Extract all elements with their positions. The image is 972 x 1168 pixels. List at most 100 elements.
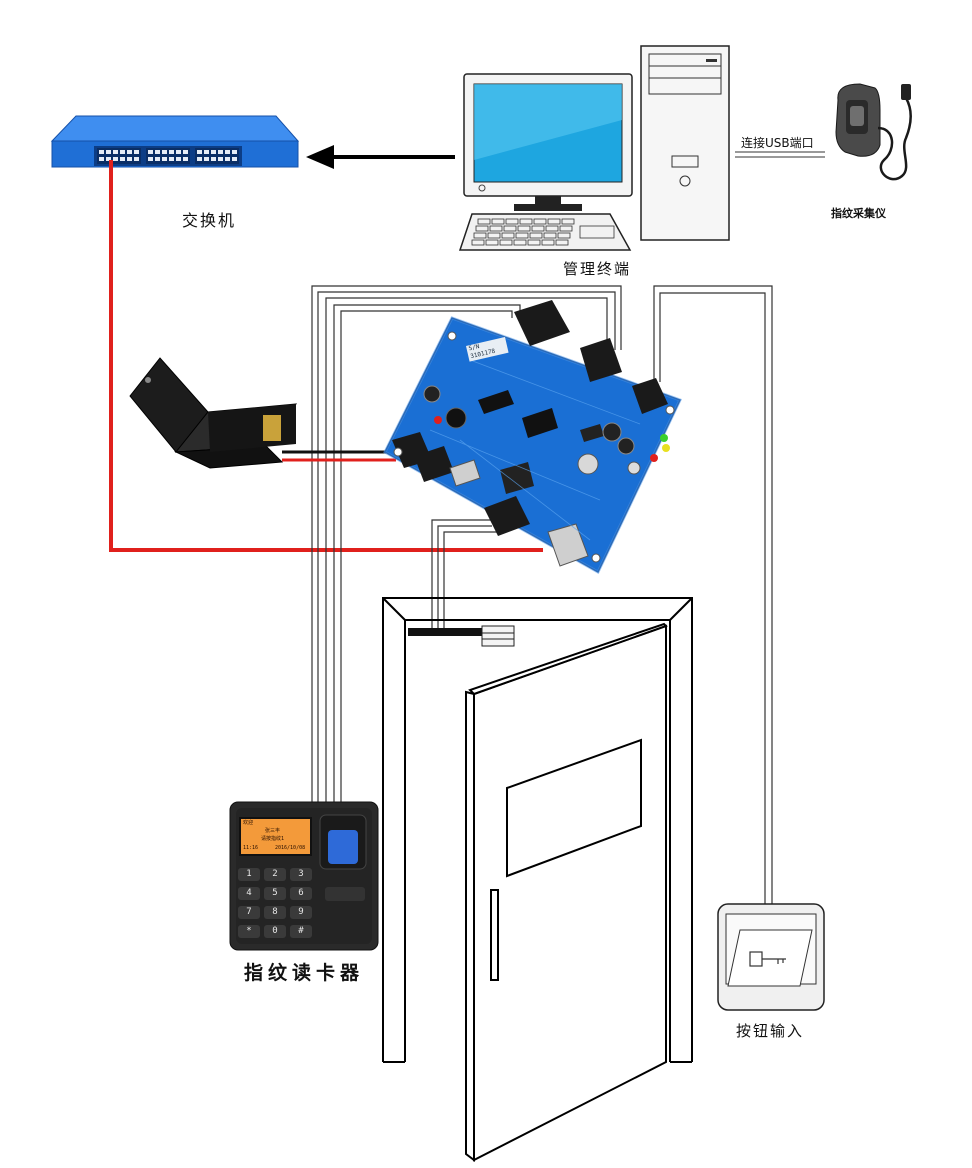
keyboard-key <box>529 232 543 239</box>
switch-port <box>134 150 139 154</box>
keyboard-key <box>531 225 545 232</box>
lcd-prompt: 请按指纹1 <box>261 836 285 842</box>
keypad-key: 2 <box>264 868 286 881</box>
switch-port <box>218 150 223 154</box>
keyboard-numpad <box>579 225 615 239</box>
keyboard-key <box>475 225 489 232</box>
management-terminal <box>458 45 825 251</box>
switch-port <box>197 150 202 154</box>
lcd-date: 2016/10/08 <box>275 845 306 851</box>
switch-port <box>99 150 104 154</box>
terminal-label: 管理终端 <box>563 260 632 278</box>
door-frame <box>382 597 693 1063</box>
switch-port <box>120 150 125 154</box>
key-icon <box>749 951 786 967</box>
keyboard-key <box>547 218 561 225</box>
network-cable <box>109 160 543 552</box>
switch-port <box>148 157 153 161</box>
keyboard-key <box>545 225 559 232</box>
switch-port <box>127 150 132 154</box>
keypad-key: 5 <box>264 887 286 900</box>
switch-port <box>155 150 160 154</box>
switch-port <box>211 157 216 161</box>
keyboard-key <box>543 232 557 239</box>
keypad-key: * <box>238 925 260 938</box>
switch-port <box>204 157 209 161</box>
switch-port <box>197 157 202 161</box>
switch-port <box>99 157 104 161</box>
keyboard-key <box>513 239 527 246</box>
switch-port <box>183 157 188 161</box>
switch-port <box>183 150 188 154</box>
switch-port <box>113 157 118 161</box>
switch-port <box>169 150 174 154</box>
keyboard-key <box>533 218 547 225</box>
keypad-key: 1 <box>238 868 260 881</box>
reader-lcd-screen: 欢迎 张三丰 请按指纹1 11:16 2016/10/08 <box>241 819 310 854</box>
keyboard-key <box>501 232 515 239</box>
keyboard-key <box>557 232 571 239</box>
keypad-key: 9 <box>290 906 312 919</box>
switch-port <box>113 150 118 154</box>
keypad-key: 4 <box>238 887 260 900</box>
lcd-name: 张三丰 <box>265 828 281 834</box>
keyboard-key <box>555 239 569 246</box>
switch-port <box>106 150 111 154</box>
switch-port <box>225 150 230 154</box>
keyboard-key <box>485 239 499 246</box>
keypad-key: 3 <box>290 868 312 881</box>
arrow-icon <box>306 145 455 169</box>
button-input-label: 按钮输入 <box>736 1022 805 1040</box>
door <box>465 622 668 1162</box>
fingerprint-reader-label: 指纹读卡器 <box>244 962 365 984</box>
switch-port <box>232 157 237 161</box>
switch-port <box>106 157 111 161</box>
keyboard-key <box>491 218 505 225</box>
keypad-key: 6 <box>290 887 312 900</box>
keyboard-key <box>515 232 529 239</box>
switch-port <box>204 150 209 154</box>
switch-port <box>155 157 160 161</box>
switch-port <box>162 150 167 154</box>
switch-port <box>120 157 125 161</box>
keyboard-key <box>505 218 519 225</box>
power-supply-box <box>129 357 298 469</box>
switch-port <box>211 150 216 154</box>
keypad-key: # <box>290 925 312 938</box>
keypad-key: 0 <box>264 925 286 938</box>
keypad-key: 7 <box>238 906 260 919</box>
switch-port <box>169 157 174 161</box>
keyboard-key <box>499 239 513 246</box>
keyboard-key <box>473 232 487 239</box>
keyboard-key <box>541 239 555 246</box>
switch-port <box>176 157 181 161</box>
switch-port <box>232 150 237 154</box>
keyboard-key <box>477 218 491 225</box>
keyboard-key <box>503 225 517 232</box>
fingerprint-collector-label: 指纹采集仪 <box>831 207 886 220</box>
network-switch <box>50 115 300 168</box>
switch-port <box>148 150 153 154</box>
keyboard-key <box>519 218 533 225</box>
keypad-key: 8 <box>264 906 286 919</box>
keyboard-key <box>527 239 541 246</box>
magnetic-lock <box>408 628 484 636</box>
keyboard-key <box>517 225 531 232</box>
switch-label: 交换机 <box>182 211 237 230</box>
keyboard-key <box>471 239 485 246</box>
switch-port <box>134 157 139 161</box>
lcd-time: 11:16 <box>243 845 259 851</box>
exit-button <box>717 903 825 1011</box>
lcd-welcome: 欢迎 <box>243 820 254 826</box>
keyboard-key <box>487 232 501 239</box>
keyboard-key <box>559 225 573 232</box>
switch-port <box>176 150 181 154</box>
controller-board <box>383 300 683 575</box>
switch-port <box>225 157 230 161</box>
keyboard-key <box>489 225 503 232</box>
keyboard-key <box>561 218 575 225</box>
switch-port <box>127 157 132 161</box>
fingerprint-collector <box>835 83 912 181</box>
switch-port <box>218 157 223 161</box>
